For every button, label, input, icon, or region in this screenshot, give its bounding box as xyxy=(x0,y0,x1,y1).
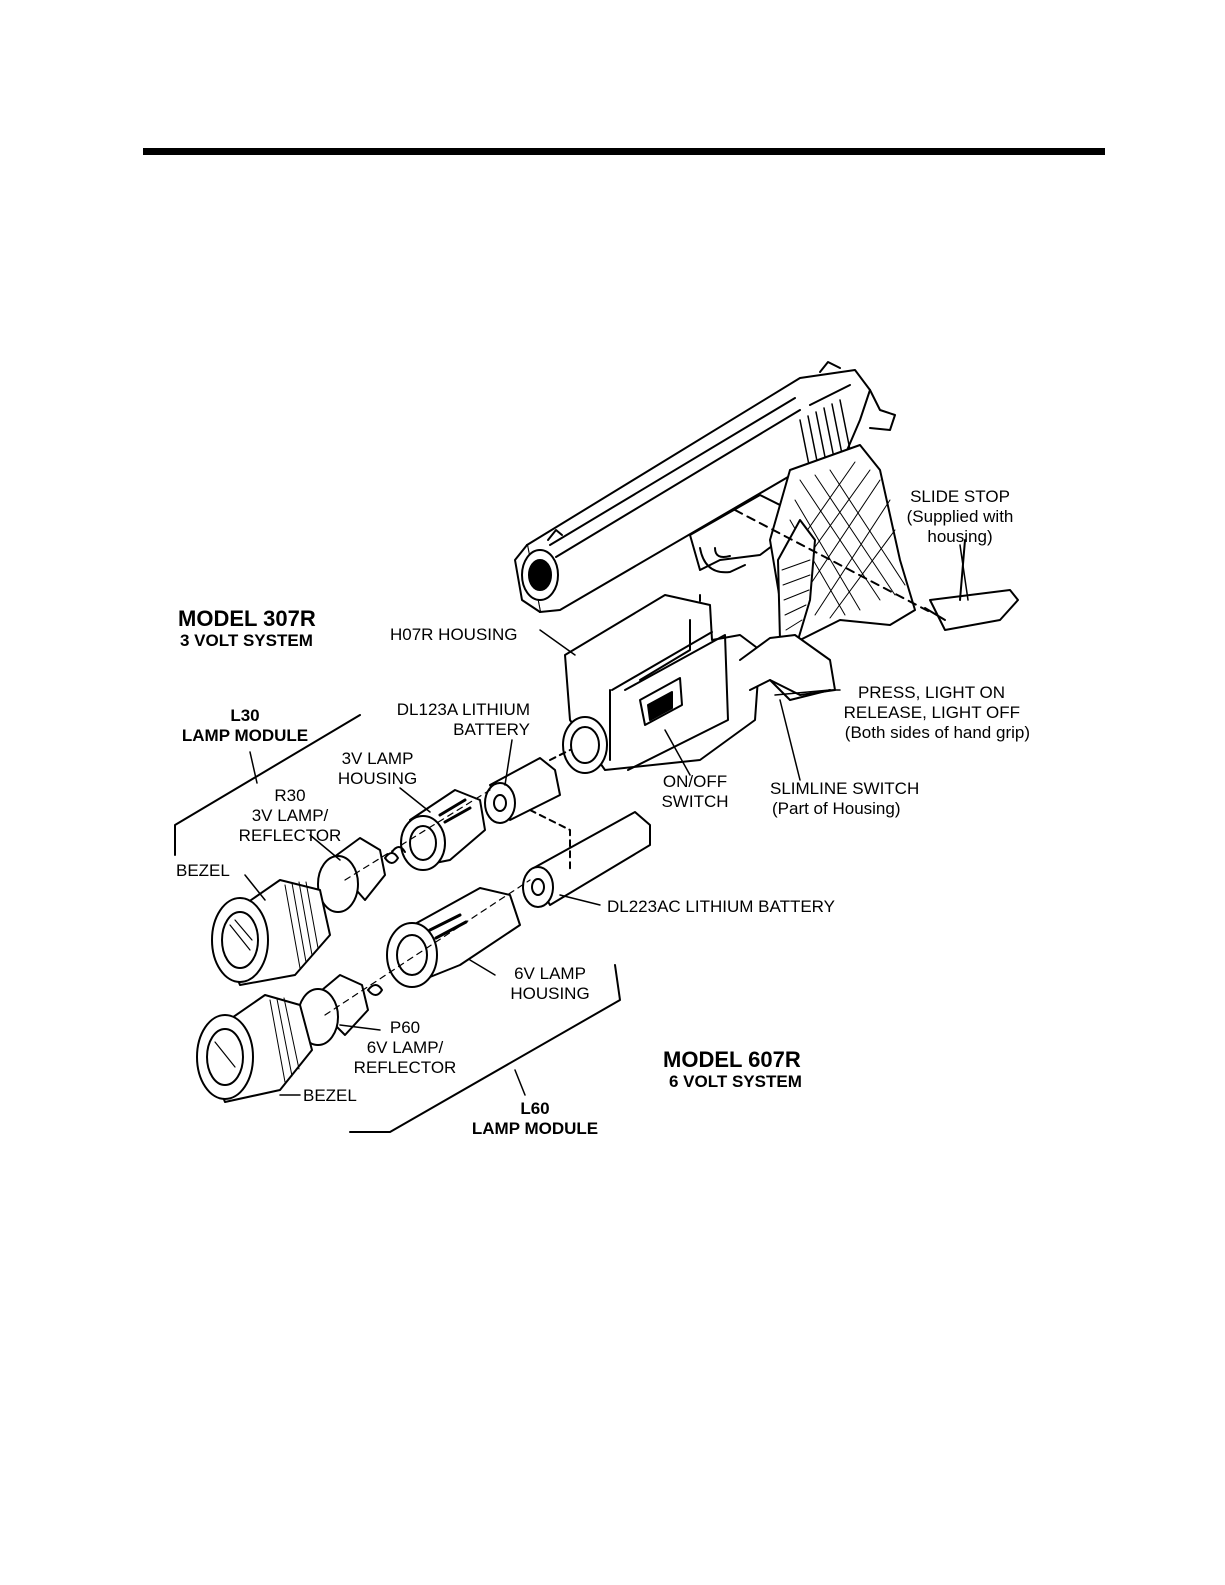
h07r-housing-label: H07R HOUSING xyxy=(390,625,518,644)
p60-line-2: 6V LAMP/ xyxy=(366,1038,444,1057)
l30-module-label: L30 LAMP MODULE xyxy=(170,706,320,746)
l60-line-2: LAMP MODULE xyxy=(471,1119,599,1138)
r30-line-2: 3V LAMP/ xyxy=(251,806,329,825)
dl223ac-label: DL223AC LITHIUM BATTERY xyxy=(607,897,835,916)
r30-line-3: REFLECTOR xyxy=(238,826,342,845)
slimline-line-2: (Part of Housing) xyxy=(772,799,901,818)
slide-stop-line-2: (Supplied with xyxy=(906,507,1014,526)
model-607r-title: MODEL 607R 6 VOLT SYSTEM xyxy=(663,1048,802,1092)
p60-line-1: P60 xyxy=(389,1018,421,1037)
slimline-line-1: SLIMLINE SWITCH xyxy=(770,779,920,798)
r30-reflector-illustration xyxy=(317,837,406,913)
dl123a-line-1: DL123A LITHIUM xyxy=(396,700,530,719)
3v-lamp-housing-line-2: HOUSING xyxy=(337,769,418,788)
p60-line-3: REFLECTOR xyxy=(353,1058,457,1077)
slide-stop-line-1: SLIDE STOP xyxy=(910,487,1010,506)
press-light-line-3: (Both sides of hand grip) xyxy=(844,723,1030,742)
3v-lamp-housing-line-1: 3V LAMP xyxy=(341,749,414,768)
6v-lamp-housing-line-2: HOUSING xyxy=(510,984,590,1003)
p60-reflector-label: P60 6V LAMP/ REFLECTOR xyxy=(345,1018,465,1078)
3v-lamp-housing-label: 3V LAMP HOUSING xyxy=(330,749,425,789)
slimline-switch-label: SLIMLINE SWITCH (Part of Housing) xyxy=(770,779,919,819)
model-307r-title: MODEL 307R 3 VOLT SYSTEM xyxy=(178,607,316,651)
pistol-illustration xyxy=(514,361,1019,651)
p60-reflector-illustration xyxy=(297,974,383,1046)
top-bezel-illustration xyxy=(211,879,331,986)
press-light-line-1: PRESS, LIGHT ON xyxy=(857,683,1005,702)
on-off-line-2: SWITCH xyxy=(661,792,729,811)
r30-line-1: R30 xyxy=(274,786,306,805)
bezel-top-label: BEZEL xyxy=(176,861,230,880)
6v-lamp-housing-illustration xyxy=(386,887,521,988)
housing-illustration xyxy=(562,594,836,774)
slide-stop-label: SLIDE STOP (Supplied with housing) xyxy=(900,487,1020,547)
dl123a-battery-illustration xyxy=(484,749,571,824)
l60-module-label: L60 LAMP MODULE xyxy=(460,1099,610,1139)
slide-stop-line-3: housing) xyxy=(927,527,993,546)
bezel-bottom-label: BEZEL xyxy=(303,1086,357,1105)
dl123a-label: DL123A LITHIUM BATTERY xyxy=(380,700,530,740)
header-rule xyxy=(143,148,1105,155)
6v-lamp-housing-label: 6V LAMP HOUSING xyxy=(500,964,600,1004)
on-off-switch-label: ON/OFF SWITCH xyxy=(650,772,740,812)
l30-line-2: LAMP MODULE xyxy=(181,726,309,745)
on-off-line-1: ON/OFF xyxy=(662,772,728,791)
dl223ac-battery-illustration xyxy=(522,809,651,908)
press-light-label: PRESS, LIGHT ON RELEASE, LIGHT OFF (Both… xyxy=(810,683,1030,743)
model-307r-name: MODEL 307R xyxy=(178,606,316,631)
model-307r-system: 3 VOLT SYSTEM xyxy=(180,631,313,650)
model-607r-name: MODEL 607R xyxy=(663,1047,801,1072)
l30-line-1: L30 xyxy=(230,706,260,725)
bottom-bezel-illustration xyxy=(196,994,313,1103)
dl123a-line-2: BATTERY xyxy=(453,720,530,739)
model-607r-system: 6 VOLT SYSTEM xyxy=(669,1072,802,1091)
r30-reflector-label: R30 3V LAMP/ REFLECTOR xyxy=(230,786,350,846)
press-light-line-2: RELEASE, LIGHT OFF xyxy=(843,703,1020,722)
6v-lamp-housing-line-1: 6V LAMP xyxy=(514,964,586,983)
l60-line-1: L60 xyxy=(520,1099,550,1118)
3v-lamp-housing-illustration xyxy=(400,789,486,871)
